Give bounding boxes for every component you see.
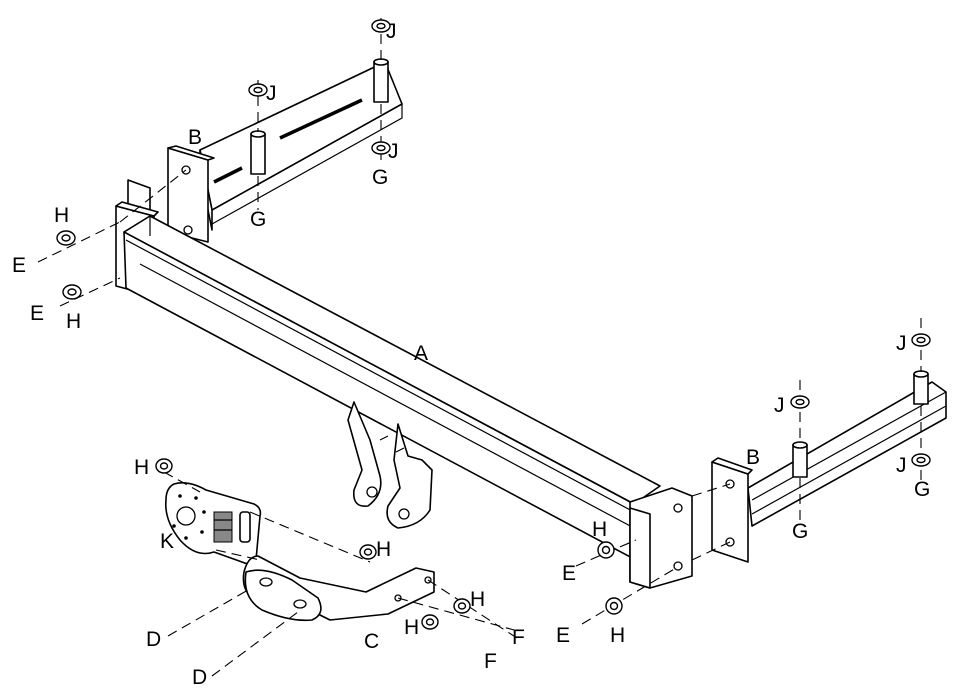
socket-plate — [164, 482, 262, 565]
label-e-right-upper: E — [562, 562, 576, 585]
washer-left-lower — [62, 284, 82, 300]
left-side-plate — [167, 145, 215, 243]
washer-right-bracket-left — [790, 395, 810, 409]
label-h-socket: H — [134, 456, 149, 479]
label-k: K — [160, 530, 174, 553]
label-j-top-right-lower: J — [388, 140, 399, 163]
label-c: C — [364, 630, 379, 653]
label-g-top: G — [372, 166, 388, 189]
label-h-neck-top: H — [376, 538, 391, 561]
label-j-top-left: J — [266, 82, 277, 105]
label-g-right-end: G — [914, 478, 930, 501]
main-crossbar — [123, 215, 661, 561]
label-h-left-lower: H — [66, 310, 81, 333]
label-h-neck-right: H — [470, 588, 485, 611]
washer-right-end-lower — [605, 597, 623, 615]
washer-top-left — [248, 83, 268, 97]
washer-left-upper — [56, 230, 76, 246]
assembly-lines — [37, 18, 922, 677]
label-f-upper: F — [512, 626, 525, 649]
label-j-right-top: J — [896, 332, 907, 355]
label-h-left-upper: H — [54, 204, 69, 227]
label-g-right-center: G — [792, 520, 808, 543]
washer-right-bracket-bottom — [911, 453, 931, 467]
label-d-upper: D — [146, 628, 161, 651]
tow-neck — [242, 555, 435, 622]
label-b-left: B — [188, 126, 202, 149]
label-j-right-left: J — [774, 394, 785, 417]
label-a: A — [414, 342, 428, 365]
center-mounting-brackets — [347, 401, 433, 529]
label-e-right-lower: E — [556, 624, 570, 647]
left-chassis-bracket — [199, 58, 403, 231]
right-end-plate — [629, 487, 693, 589]
right-side-plate — [711, 457, 753, 563]
washer-neck-top — [359, 544, 377, 560]
label-e-left-upper: E — [12, 254, 26, 277]
label-j-top-right: J — [386, 20, 397, 43]
washer-neck-lower — [421, 614, 439, 630]
label-d-lower: D — [192, 666, 207, 689]
label-j-right-bottom: J — [896, 454, 907, 477]
label-h-right-lower: H — [610, 624, 625, 647]
washer-socket — [155, 458, 173, 474]
label-b-right: B — [746, 446, 760, 469]
washer-neck-right — [453, 598, 471, 614]
right-chassis-bracket — [747, 370, 947, 527]
label-h-right-upper: H — [592, 518, 607, 541]
washer-top-right-lower — [371, 141, 391, 155]
part-labels: A B B C D D E E E E F F G G G G H H H H … — [12, 20, 930, 689]
washer-top-right — [371, 19, 391, 33]
washers — [56, 19, 931, 630]
label-g-left: G — [250, 208, 266, 231]
label-e-left-lower: E — [30, 302, 44, 325]
washer-right-end-upper — [597, 541, 615, 559]
label-h-neck-lower: H — [404, 616, 419, 639]
washer-right-bracket-top — [911, 333, 931, 347]
label-f-lower: F — [484, 650, 497, 673]
